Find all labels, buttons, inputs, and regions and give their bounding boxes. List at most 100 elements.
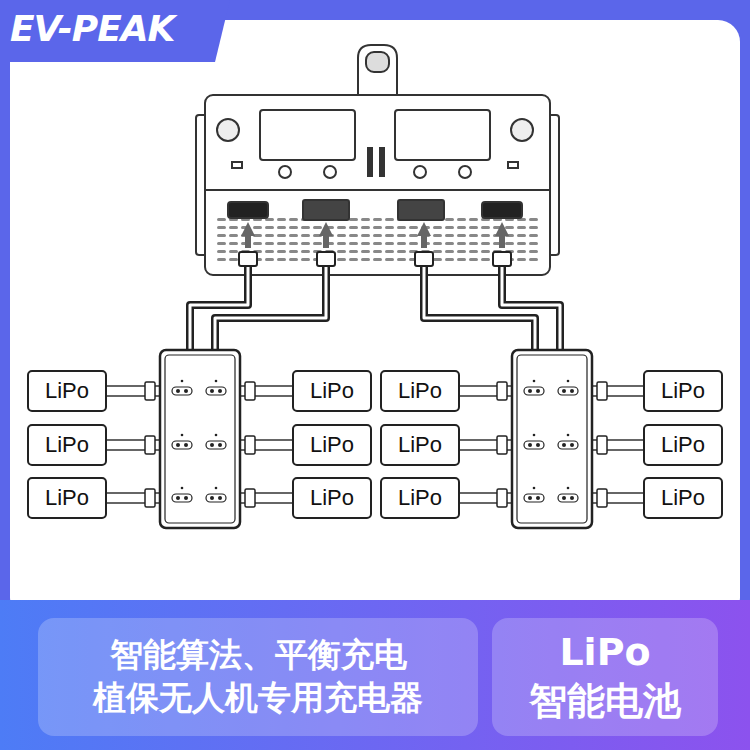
port-socket: [558, 441, 578, 449]
port-pin: [176, 496, 180, 500]
port-pin: [176, 389, 180, 393]
xt-port: [228, 202, 268, 218]
plug: [415, 252, 433, 266]
port-pin: [176, 443, 180, 447]
parallel-board: [512, 350, 592, 528]
port-pin: [218, 443, 222, 447]
port-mark: [181, 487, 184, 490]
button: [324, 166, 336, 178]
balance-port: [303, 200, 349, 220]
port-pin: [562, 443, 566, 447]
battery-label: LiPo: [45, 484, 89, 513]
white-panel: [10, 20, 740, 620]
port-mark: [567, 380, 570, 383]
battery-box: LiPo: [27, 477, 107, 519]
battery-label: LiPo: [310, 484, 354, 513]
port-pin: [536, 389, 540, 393]
battery-box: LiPo: [27, 370, 107, 412]
port-pin: [536, 496, 540, 500]
port-mark: [181, 434, 184, 437]
brand-logo: EV-PEAK: [10, 8, 175, 49]
screen: [260, 110, 355, 160]
port-mark: [215, 380, 218, 383]
port-pin: [210, 389, 214, 393]
vent-grille: [215, 218, 540, 266]
port-mark: [567, 434, 570, 437]
hubs: [160, 350, 592, 528]
port-pin: [570, 443, 574, 447]
insert-arrow: [417, 222, 431, 248]
battery-label: LiPo: [398, 484, 442, 513]
charger: [196, 45, 559, 275]
battery-label: LiPo: [310, 377, 354, 406]
cable-core: [215, 262, 326, 350]
port-pin: [210, 496, 214, 500]
battery-box: LiPo: [380, 477, 460, 519]
cable: [215, 262, 326, 350]
parallel-board-inner: [165, 355, 235, 523]
battery-box: LiPo: [643, 424, 723, 466]
insert-arrow: [319, 222, 333, 248]
cable-core: [424, 262, 535, 350]
port-socket: [206, 387, 226, 395]
plug: [493, 252, 511, 266]
lead-connector: [145, 382, 155, 400]
battery-label: LiPo: [45, 431, 89, 460]
port-mark: [533, 434, 536, 437]
battery-label: LiPo: [398, 431, 442, 460]
battery-box: LiPo: [380, 370, 460, 412]
handle-grip: [366, 52, 389, 72]
battery-box: LiPo: [380, 424, 460, 466]
battery-box: LiPo: [292, 477, 372, 519]
battery-box: LiPo: [27, 424, 107, 466]
port-pin: [184, 496, 188, 500]
port-socket: [558, 494, 578, 502]
port-pin: [528, 496, 532, 500]
lead-connector: [497, 489, 507, 507]
battery-box: LiPo: [292, 424, 372, 466]
charger-body: [205, 95, 550, 275]
battery-label: LiPo: [661, 431, 705, 460]
lead-connector: [245, 489, 255, 507]
parallel-board-inner: [517, 355, 587, 523]
balance-port: [398, 200, 444, 220]
battery-label: LiPo: [661, 484, 705, 513]
xt-port: [482, 202, 522, 218]
battery-label: LiPo: [661, 377, 705, 406]
insert-arrow: [495, 222, 509, 248]
lead-connector: [597, 489, 607, 507]
logo-tab: [0, 0, 230, 62]
port-mark: [215, 487, 218, 490]
parallel-board: [160, 350, 240, 528]
lead-connector: [245, 382, 255, 400]
banner-text: 智能算法、平衡充电: [110, 634, 407, 677]
port-socket: [172, 494, 192, 502]
banner-panel: LiPo智能电池: [492, 618, 718, 736]
slot: [380, 148, 384, 176]
port-pin: [218, 389, 222, 393]
port-socket: [558, 387, 578, 395]
banner-panel: 智能算法、平衡充电植保无人机专用充电器: [38, 618, 478, 736]
port-pin: [184, 443, 188, 447]
panel-divider: [205, 189, 550, 191]
port-socket: [524, 494, 544, 502]
battery-label: LiPo: [310, 431, 354, 460]
port-mark: [181, 380, 184, 383]
banner-text: 智能电池: [529, 677, 681, 726]
port-socket: [172, 387, 192, 395]
lead-connector: [145, 489, 155, 507]
button: [414, 166, 426, 178]
port-pin: [184, 389, 188, 393]
port-mark: [567, 487, 570, 490]
button: [459, 166, 471, 178]
port-pin: [562, 496, 566, 500]
port-mark: [533, 487, 536, 490]
battery-box: LiPo: [643, 477, 723, 519]
bottom-band: [0, 600, 750, 750]
port-pin: [562, 389, 566, 393]
banner-text: 植保无人机专用充电器: [93, 677, 423, 720]
plug: [239, 252, 257, 266]
port-socket: [524, 441, 544, 449]
charger-handle: [358, 45, 397, 95]
battery-label: LiPo: [45, 377, 89, 406]
